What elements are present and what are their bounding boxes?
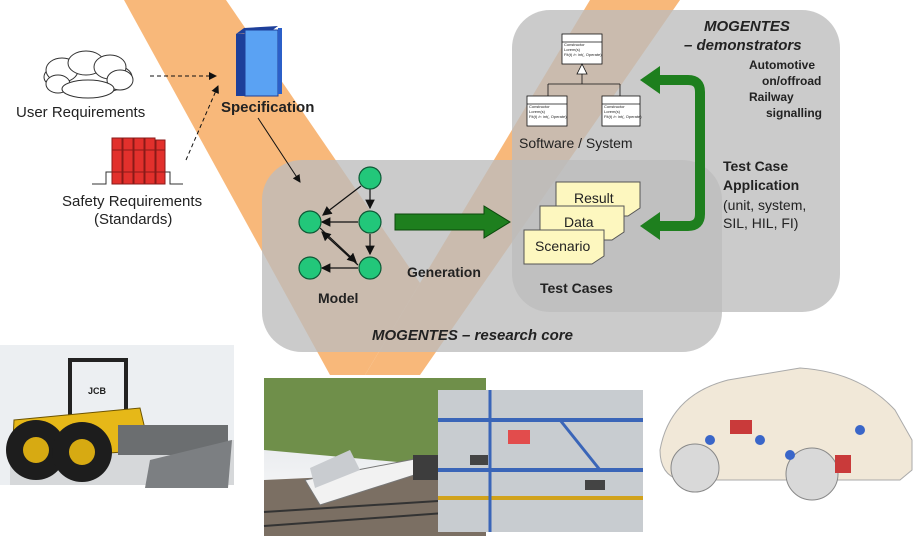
generation-arrow [394,205,511,239]
uml-text-3: Fit(t) /r: int(, Operate) [604,114,642,119]
uml-text-1: Constructor [564,42,585,47]
specification-label: Specification [221,99,315,116]
test-card-result: Result [574,190,614,206]
software-system-label: Software / System [519,135,633,151]
uml-text-3: Fit(t) /r: int(, Operate) [564,52,602,57]
uml-text-2: Lorem(s) [604,109,621,114]
uml-class-text-left: Constructor Lorem(s) Fit(t) /r: int(, Op… [529,104,567,119]
generation-label: Generation [407,264,481,280]
demonstrators-title-1: MOGENTES [704,18,790,35]
model-nodes [298,166,382,280]
loader-badge: JCB [88,386,107,396]
research-core-panel [262,160,722,352]
application-arrow [650,75,705,231]
uml-text-3: Fit(t) /r: int(, Operate) [529,114,567,119]
domain-onoffroad: on/offroad [762,74,822,88]
domain-railway: Railway [749,90,794,104]
loader-photo [0,345,234,488]
safety-standards-label: (Standards) [94,211,173,228]
spec-to-model-arrow [257,117,301,183]
car-photo [659,367,913,501]
safety-requirements-label: Safety Requirements [62,193,203,210]
model-graph [319,185,375,273]
test-case-application-detail-2: SIL, HIL, FI) [723,215,799,231]
test-card-data: Data [564,214,594,230]
uml-text-1: Constructor [529,104,550,109]
cloud-icon [43,50,134,99]
domain-automotive: Automotive [749,58,815,72]
binder-icon [236,26,282,97]
uml-text-1: Constructor [604,104,625,109]
test-card-scenario: Scenario [535,238,591,254]
uml-text-2: Lorem(s) [529,109,546,114]
domain-signalling: signalling [766,106,823,120]
research-core-title: MOGENTES – research core [372,327,573,344]
test-case-application-title-2: Application [723,177,800,193]
test-case-application-title-1: Test Case [723,158,789,174]
user-requirements-label: User Requirements [16,104,146,121]
signalling-photo [438,390,643,532]
uml-diagram [526,33,641,127]
model-label: Model [318,290,359,306]
books-icon [92,137,183,185]
demonstrators-title-2: – demonstrators [684,37,802,54]
uml-text-2: Lorem(s) [564,47,581,52]
uml-class-text-top: Constructor Lorem(s) Fit(t) /r: int(, Op… [564,42,602,57]
test-case-stack [523,181,641,265]
test-case-application-detail-1: (unit, system, [723,197,807,213]
test-cases-label: Test Cases [540,280,613,296]
uml-class-text-right: Constructor Lorem(s) Fit(t) /r: int(, Op… [604,104,642,119]
